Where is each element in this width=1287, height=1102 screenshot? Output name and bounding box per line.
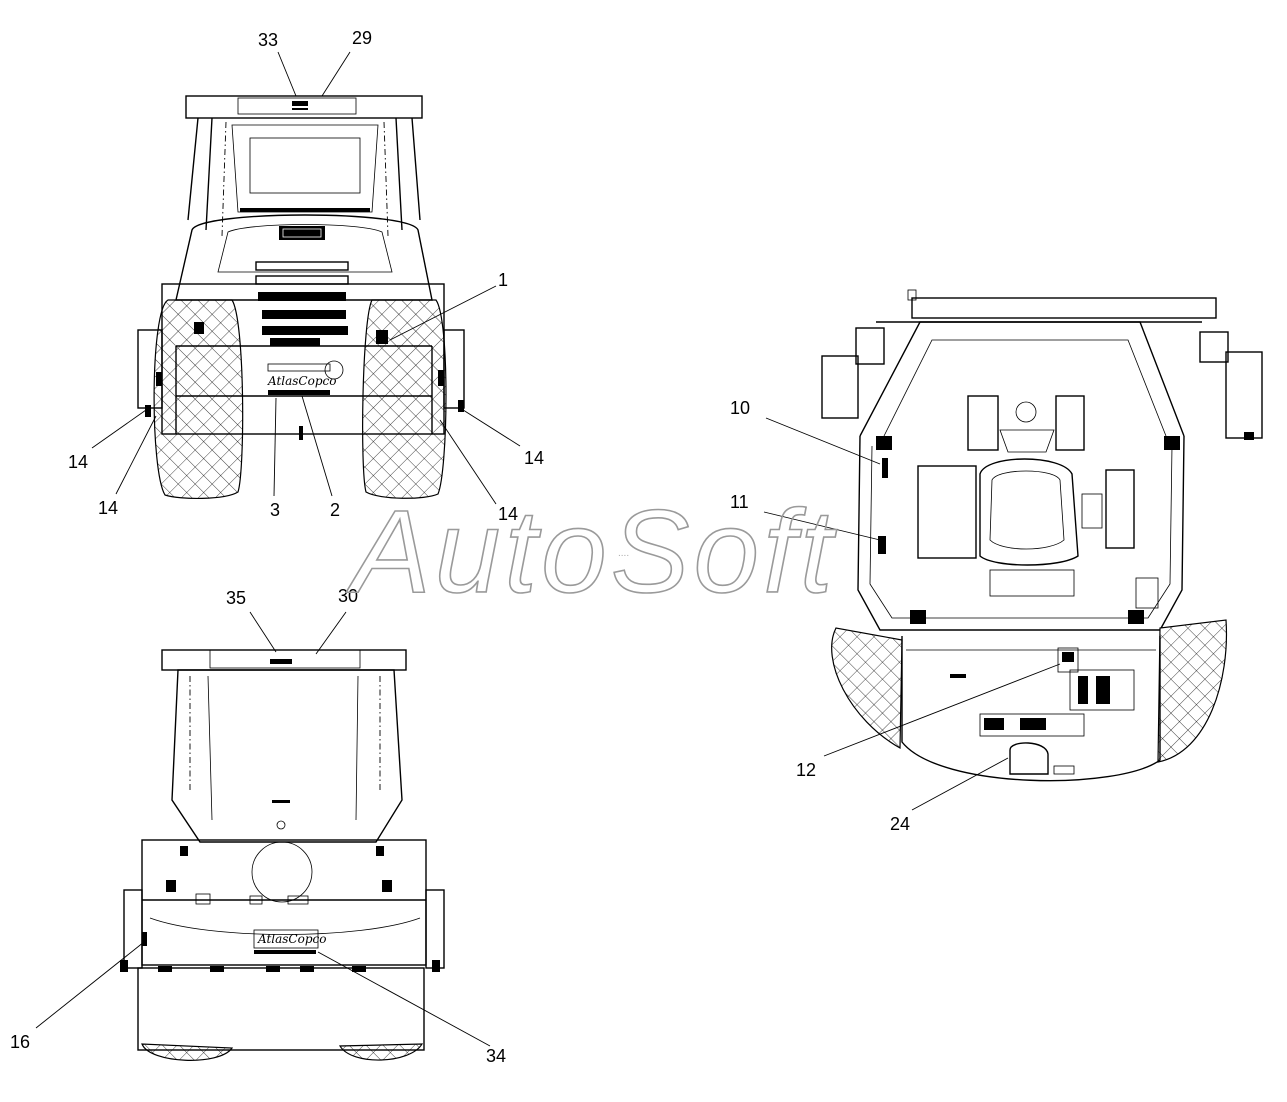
decal-33 bbox=[292, 101, 308, 106]
callout-30: 30 bbox=[338, 586, 358, 606]
callout-14-right-upper: 14 bbox=[524, 448, 544, 468]
callout-14-left-lower: 14 bbox=[98, 498, 118, 518]
callout-3: 3 bbox=[270, 500, 280, 520]
decal-24 bbox=[1009, 742, 1049, 775]
callout-labels: 33 29 1 14 14 14 14 3 2 35 30 16 34 10 1… bbox=[10, 28, 910, 1066]
decal-2 bbox=[268, 390, 330, 395]
svg-text:....: .... bbox=[618, 548, 629, 559]
callout-1: 1 bbox=[498, 270, 508, 290]
callout-24: 24 bbox=[890, 814, 910, 834]
callout-2: 2 bbox=[330, 500, 340, 520]
operator-seat bbox=[979, 458, 1079, 566]
decal-35 bbox=[270, 659, 292, 664]
front-view: AtlasCopco bbox=[137, 95, 465, 500]
callout-35: 35 bbox=[226, 588, 246, 608]
front-right-tire bbox=[362, 299, 447, 499]
callout-16: 16 bbox=[10, 1032, 30, 1052]
decal-11 bbox=[878, 536, 886, 554]
rear-view: AtlasCopco bbox=[120, 649, 445, 1061]
callout-34: 34 bbox=[486, 1046, 506, 1066]
decal-3 bbox=[267, 363, 331, 372]
leader-lines bbox=[35, 51, 1061, 1047]
callout-29: 29 bbox=[352, 28, 372, 48]
atlas-copco-decal-rear: AtlasCopco bbox=[257, 932, 326, 946]
watermark: AutoSoft bbox=[346, 486, 837, 618]
roof-panel bbox=[185, 95, 423, 119]
callout-14-left-upper: 14 bbox=[68, 452, 88, 472]
decal-10 bbox=[882, 458, 888, 478]
callout-33: 33 bbox=[258, 30, 278, 50]
callout-12: 12 bbox=[796, 760, 816, 780]
platform-top-view bbox=[821, 289, 1263, 782]
decal-34 bbox=[254, 950, 316, 954]
callout-10: 10 bbox=[730, 398, 750, 418]
atlas-copco-decal-front: AtlasCopco bbox=[267, 374, 336, 388]
rear-frame bbox=[141, 839, 427, 966]
callout-14-right-lower: 14 bbox=[498, 504, 518, 524]
callout-11: 11 bbox=[730, 492, 749, 512]
decal-12 bbox=[1057, 647, 1079, 673]
